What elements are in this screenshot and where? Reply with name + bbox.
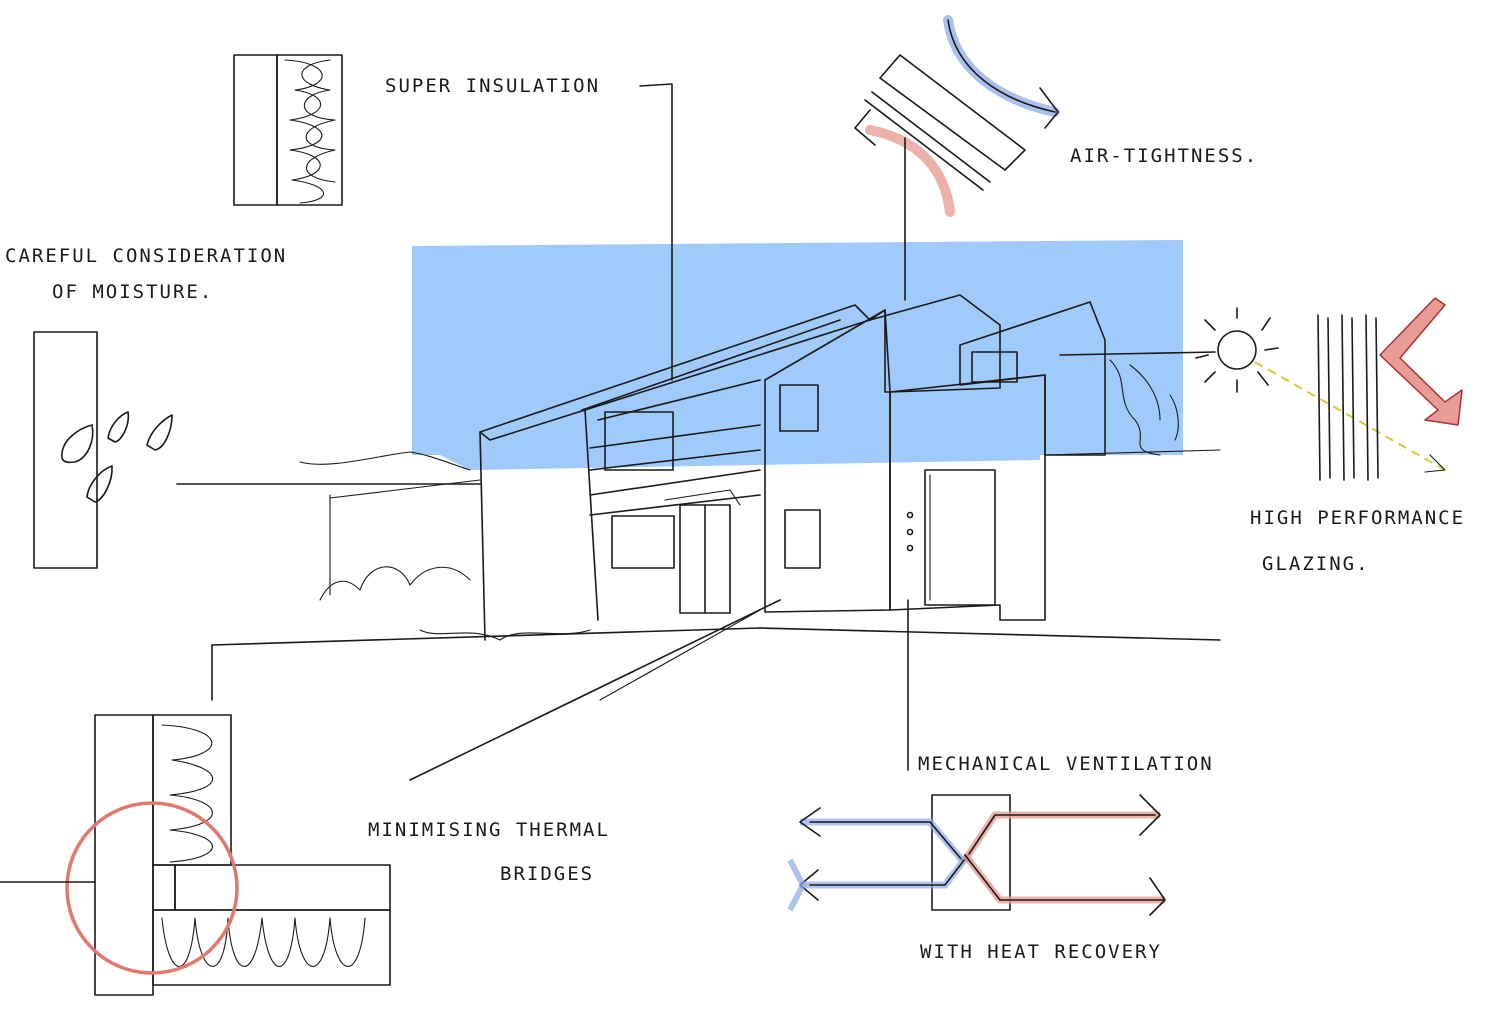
label-moisture-line-1: CAREFUL CONSIDERATION (5, 245, 287, 267)
ventilation-detail (790, 795, 1165, 915)
water-drop-4 (87, 466, 112, 502)
insulation-wall-masonry (234, 55, 277, 205)
thermal-wall-vertical (95, 715, 153, 995)
glazing-detail (1196, 298, 1462, 480)
water-drop-2 (108, 412, 128, 442)
moisture-detail (34, 332, 172, 568)
window-lower-left (612, 516, 674, 568)
sun-icon (1218, 331, 1256, 369)
water-drop-1 (62, 425, 93, 462)
water-drop-3 (147, 415, 172, 450)
label-glazing-line-1: HIGH PERFORMANCE (1250, 507, 1465, 529)
reflected-heat-arrow (1380, 298, 1462, 425)
thermal-insulation-horizontal (153, 910, 390, 985)
super-insulation-detail (234, 55, 342, 205)
cool-air-line-lower (800, 855, 968, 885)
air-tightness-detail (855, 20, 1058, 212)
label-super-insulation: SUPER INSULATION (385, 75, 600, 97)
window-center-lower (785, 510, 820, 568)
cool-air-arrow (948, 20, 1055, 112)
label-thermal-line-2: BRIDGES (500, 863, 594, 885)
label-air-tightness: AIR-TIGHTNESS. (1070, 145, 1258, 167)
label-ventilation-line-2: WITH HEAT RECOVERY (920, 941, 1162, 963)
thermal-bridge-detail (67, 715, 390, 995)
label-glazing-line-2: GLAZING. (1262, 553, 1370, 575)
thermal-bridge-highlight (67, 803, 237, 973)
thermal-insulation-vertical (153, 715, 231, 865)
label-ventilation-line-1: MECHANICAL VENTILATION (918, 753, 1214, 775)
label-moisture-line-2: OF MOISTURE. (52, 281, 213, 303)
door-right (925, 470, 995, 605)
warm-air-line-upper (965, 815, 1160, 860)
cool-air-line-upper (800, 822, 962, 860)
thermal-slab (175, 865, 390, 910)
label-thermal-line-1: MINIMISING THERMAL (368, 819, 610, 841)
